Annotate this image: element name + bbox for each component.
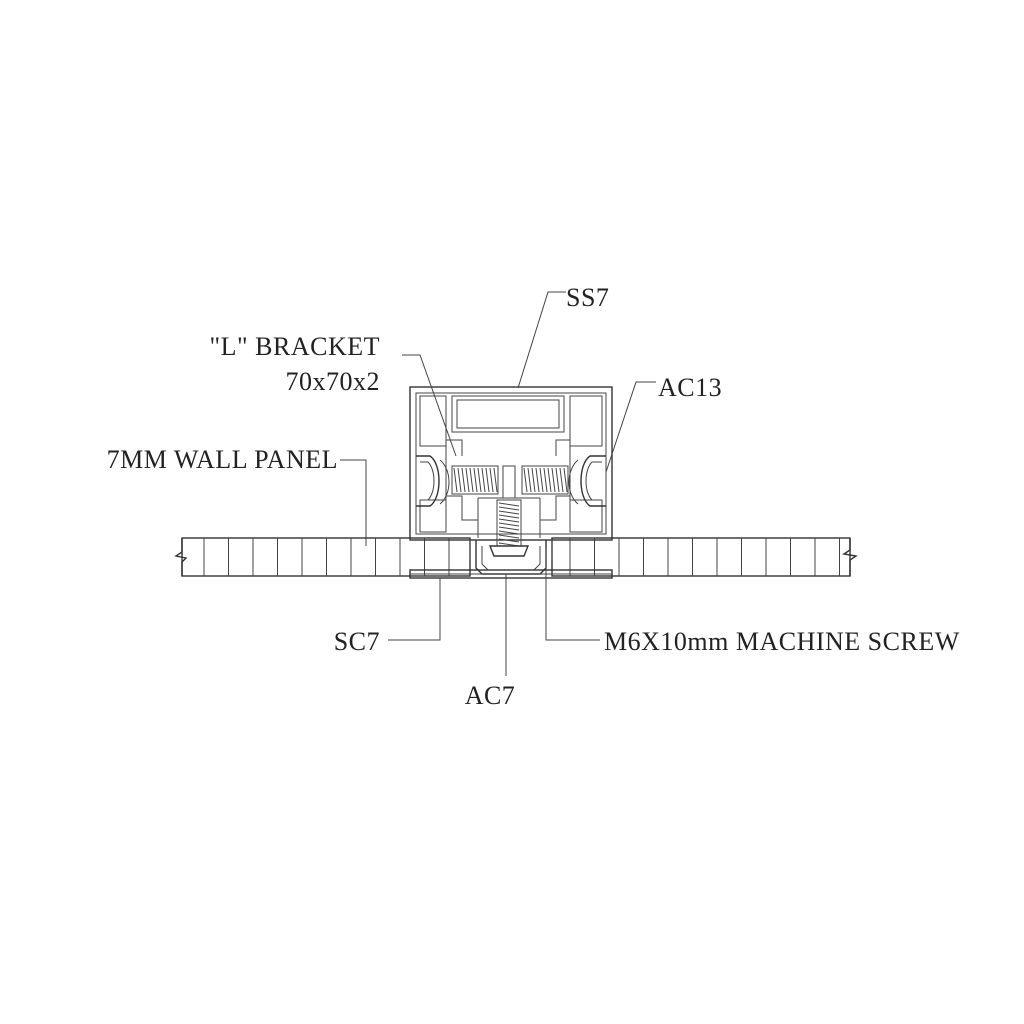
label-wall-panel: 7MM WALL PANEL: [107, 445, 338, 474]
break-line-right: [842, 538, 858, 576]
label-ac7: AC7: [465, 681, 516, 710]
screw-horizontal-left: [451, 465, 499, 495]
machine-screw-thread: [498, 502, 520, 547]
label-machine-screw: M6X10mm MACHINE SCREW: [604, 627, 960, 656]
break-line-left: [174, 538, 188, 576]
screw-thread-right: [523, 467, 568, 493]
leader-ss7: [517, 291, 566, 389]
ac13-clip-right: [568, 455, 606, 507]
leader-ac13: [605, 381, 656, 473]
label-ac13: AC13: [658, 373, 722, 402]
leader-machine-screw: [545, 548, 600, 641]
screw-thread-left: [453, 467, 498, 493]
leader-wall-panel: [340, 459, 367, 546]
ss7-profile: [409, 386, 613, 541]
ac13-clip-left: [416, 455, 450, 507]
label-sc7: SC7: [334, 627, 380, 656]
leader-l-bracket: [402, 354, 457, 457]
screw-horizontal-right: [521, 465, 569, 495]
label-l-bracket: "L" BRACKET: [210, 332, 380, 361]
machine-screw: [488, 499, 530, 557]
leader-lines: [340, 291, 656, 676]
leader-sc7: [388, 578, 441, 641]
label-ss7: SS7: [566, 283, 609, 312]
label-l-bracket-size: 70x70x2: [286, 367, 381, 396]
sc7-cover-plate: [409, 569, 613, 579]
machine-screw-head: [488, 545, 530, 557]
